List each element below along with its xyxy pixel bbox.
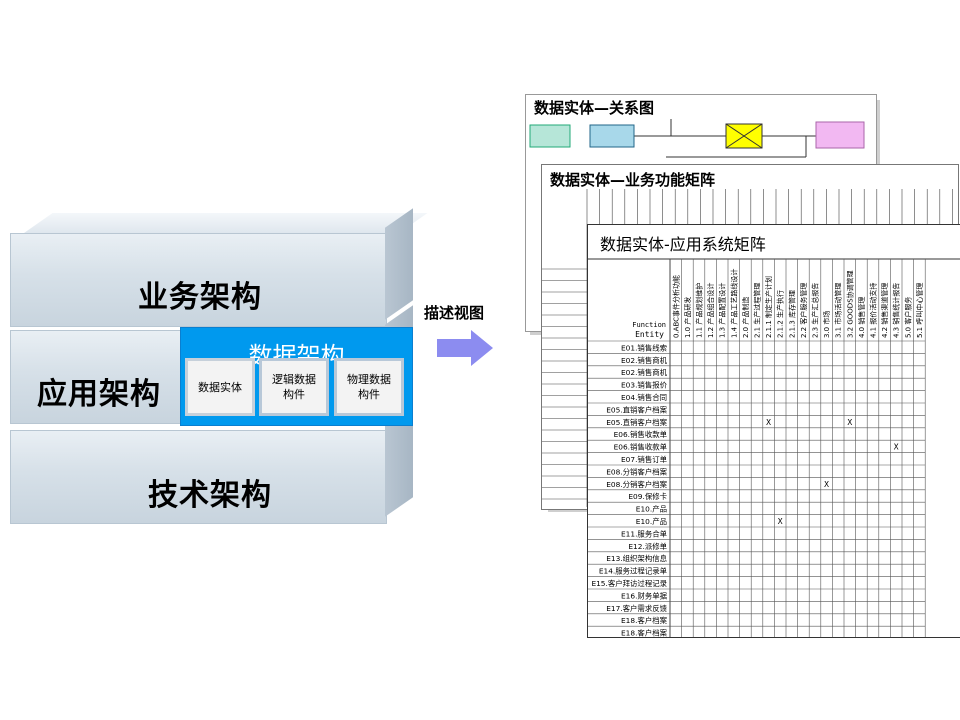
matrix-row-label: E03.销售报价 bbox=[621, 381, 668, 390]
physical-data-component: 物理数据 构件 bbox=[334, 358, 404, 416]
matrix-row-label: E06.销售收款单 bbox=[614, 443, 667, 452]
matrix-column-header: 5.0 客户服务 bbox=[903, 297, 912, 338]
matrix-column-header: 4.0 销售管理 bbox=[857, 297, 866, 338]
relation-card-title: 数据实体—关系图 bbox=[534, 99, 655, 117]
matrix-column-header: 4.3 销售统计报告 bbox=[892, 283, 901, 338]
relation-diagram bbox=[529, 119, 865, 158]
matrix-column-header: 3.2 GOODS协调管理 bbox=[845, 270, 854, 338]
matrix-mark: X bbox=[766, 418, 771, 427]
matrix-row-label: E10.产品 bbox=[636, 505, 667, 514]
matrix-row-label: E08.分销客户档案 bbox=[606, 480, 667, 489]
matrix-row-label: E05.直销客户档案 bbox=[606, 405, 667, 414]
data-entity-component: 数据实体 bbox=[185, 358, 255, 416]
matrix-row-label: E12.派修单 bbox=[628, 542, 667, 551]
matrix-row-label: E02.销售商机 bbox=[621, 368, 668, 377]
matrix-column-header: 2.1.1 制定生产计划 bbox=[764, 276, 773, 338]
right-arrow-icon bbox=[437, 330, 493, 366]
matrix-column-header: 0.ABC事件分析功能 bbox=[671, 275, 680, 338]
matrix-row-label: E09.保修卡 bbox=[628, 492, 667, 501]
matrix-column-header: 1.1 产品规划维护 bbox=[695, 283, 704, 338]
matrix-mark: X bbox=[824, 480, 829, 489]
matrix-mark: X bbox=[894, 443, 899, 452]
matrix-column-header: 1.3 产品配置设计 bbox=[718, 283, 727, 338]
matrix-column-header: 5.1 呼叫中心管理 bbox=[915, 283, 924, 338]
matrix-column-header: 2.0 产品制造 bbox=[741, 297, 750, 338]
matrix-mark: X bbox=[847, 418, 852, 427]
matrix-column-header: 2.1.3 库存管理 bbox=[787, 290, 796, 338]
matrix-corner-entity: Entity bbox=[635, 330, 664, 339]
matrix-row-label: E16.财务单据 bbox=[621, 591, 668, 600]
matrix-corner-function: Function bbox=[632, 321, 666, 329]
matrix-row-label: E08.分销客户档案 bbox=[606, 467, 667, 476]
technology-layer-label: 技术架构 bbox=[148, 478, 272, 513]
business-layer bbox=[10, 233, 387, 327]
matrix-row-label: E01.销售线索 bbox=[621, 343, 667, 352]
matrix-row-label: E11.服务合单 bbox=[621, 529, 667, 538]
business-layer-label: 业务架构 bbox=[138, 280, 262, 315]
logical-data-component: 逻辑数据 构件 bbox=[259, 358, 329, 416]
technology-layer bbox=[10, 430, 387, 524]
matrix-column-header: 2.1.2 生产执行 bbox=[776, 290, 785, 338]
matrix-row-label: E15.客户拜访过程记录 bbox=[591, 579, 667, 588]
matrix-row-label: E06.销售收款单 bbox=[614, 430, 667, 439]
application-layer-label: 应用架构 bbox=[37, 377, 161, 412]
matrix-column-header: 2.3 生产汇总报告 bbox=[811, 283, 820, 338]
matrix-row-label: E17.客户需求反馈 bbox=[606, 604, 667, 613]
business-slab-top bbox=[24, 213, 428, 233]
matrix-column-header: 1.2 产品组合设计 bbox=[706, 283, 715, 338]
data-architecture-box: 数据架构 数据实体 逻辑数据 构件 物理数据 构件 bbox=[180, 327, 413, 426]
system-matrix-title: 数据实体-应用系统矩阵 bbox=[600, 235, 766, 254]
matrix-row-label: E13.组织架构信息 bbox=[606, 554, 667, 563]
matrix-row-label: E05.直销客户档案 bbox=[606, 418, 667, 427]
matrix-row-label: E10.产品 bbox=[636, 517, 667, 526]
matrix-column-header: 4.2 销售渠道管理 bbox=[880, 283, 889, 338]
matrix-row-label: E04.销售合同 bbox=[621, 393, 667, 402]
matrix-row-label: E14.服务过程记录单 bbox=[599, 567, 667, 576]
matrix-row-label: E02.销售商机 bbox=[621, 356, 668, 365]
matrix-column-header: 3.0 市场 bbox=[822, 311, 831, 338]
matrix-row-label: E07.销售订单 bbox=[621, 455, 667, 464]
function-card-title: 数据实体—业务功能矩阵 bbox=[550, 171, 716, 189]
matrix-column-header: 2.1 生产过程管理 bbox=[753, 283, 762, 338]
matrix-column-header: 2.2 客户服务管理 bbox=[799, 283, 808, 338]
matrix-column-header: 1.4 产品工艺路线设计 bbox=[729, 269, 738, 338]
matrix-column-header: 4.1 报价活动支持 bbox=[869, 283, 878, 338]
matrix-mark: X bbox=[778, 517, 783, 526]
matrix-row-label: E18.客户档案 bbox=[621, 629, 668, 637]
matrix-column-header: 1.0 产品研发 bbox=[683, 297, 692, 338]
business-slab-side bbox=[385, 208, 413, 320]
arrow-label: 描述视图 bbox=[424, 304, 485, 322]
matrix-column-header: 3.1 市场活动管理 bbox=[834, 283, 843, 338]
matrix-row-label: E18.客户档案 bbox=[621, 616, 668, 625]
